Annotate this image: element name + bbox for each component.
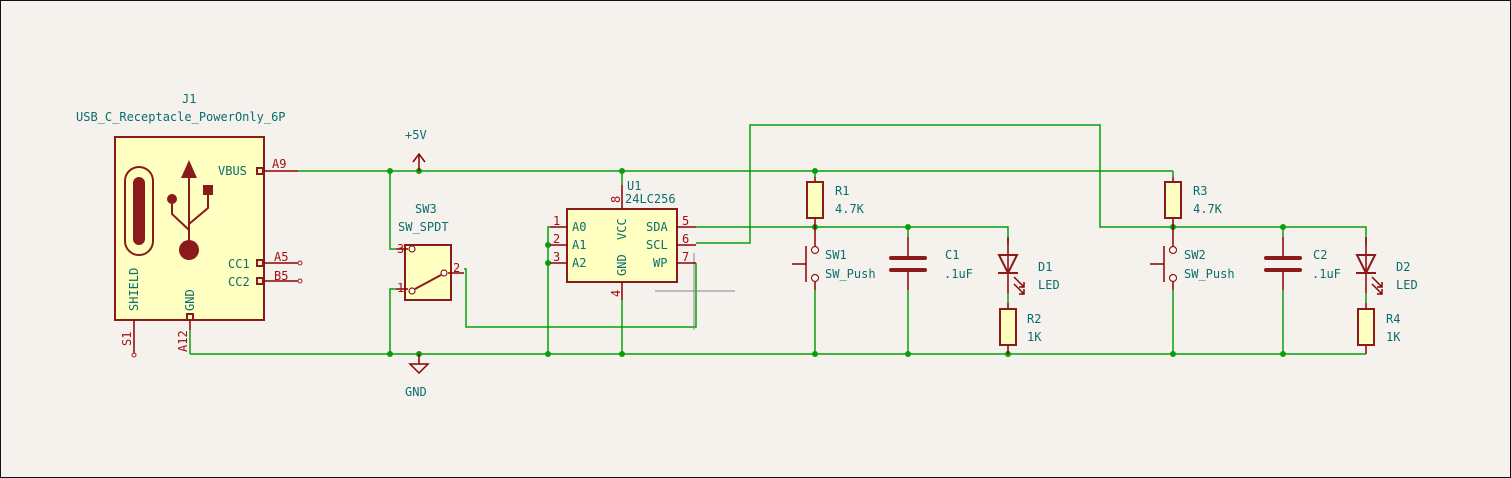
r4-resistor[interactable]: R4 1K — [1357, 303, 1401, 354]
wires — [189, 124, 1367, 355]
wire-scl[interactable] — [696, 124, 1367, 245]
junction — [545, 260, 551, 266]
sw1-pushbutton[interactable]: SW1 SW_Push — [792, 227, 876, 290]
junction — [545, 242, 551, 248]
vcc-label: +5V — [405, 128, 427, 142]
u1-pin-scl: SCL — [646, 238, 668, 252]
light-emission-icon — [1371, 276, 1383, 295]
d2-ref: D2 — [1396, 260, 1410, 274]
sw2-pushbutton[interactable]: SW2 SW_Push — [1150, 227, 1235, 290]
junction — [545, 351, 551, 357]
u1-ref: U1 — [627, 179, 641, 193]
wire-sw3-pin3[interactable] — [389, 171, 396, 250]
j1-pin-shield-num: S1 — [120, 332, 134, 346]
j1-pin-shield-name: SHIELD — [127, 268, 141, 311]
junction — [812, 351, 818, 357]
r1-resistor[interactable]: R1 4.7K — [806, 177, 865, 227]
r2-value: 1K — [1027, 330, 1042, 344]
usb-logo-icon — [167, 160, 213, 260]
u1-pin-wp: WP — [653, 256, 667, 270]
sw3-spdt-switch[interactable]: SW3 SW_SPDT 3 1 2 — [396, 202, 464, 301]
junction — [1280, 351, 1286, 357]
j1-pin-gnd-name: GND — [183, 289, 197, 311]
u1-pin-a2: A2 — [572, 256, 586, 270]
power-gnd-symbol[interactable]: GND — [405, 354, 430, 399]
r2-resistor[interactable]: R2 1K — [999, 303, 1042, 354]
sw3-pin3: 3 — [397, 242, 404, 256]
junctions — [387, 168, 1286, 357]
j1-pin-cc2-name: CC2 — [228, 275, 250, 289]
wire-sw3-pin1[interactable] — [389, 288, 396, 354]
d1-value: LED — [1038, 278, 1060, 292]
junction — [387, 351, 393, 357]
sw2-ref: SW2 — [1184, 248, 1206, 262]
sw1-value: SW_Push — [825, 267, 876, 281]
sw3-ref: SW3 — [415, 202, 437, 216]
r3-ref: R3 — [1193, 184, 1207, 198]
d2-led[interactable]: D2 LED — [1355, 237, 1418, 295]
u1-pin5-num: 5 — [682, 214, 689, 228]
j1-value: USB_C_Receptacle_PowerOnly_6P — [76, 110, 286, 124]
sw3-pin1: 1 — [397, 281, 404, 295]
r4-ref: R4 — [1386, 312, 1400, 326]
sw1-ref: SW1 — [825, 248, 847, 262]
c1-value: .1uF — [944, 267, 973, 281]
junction — [619, 351, 625, 357]
u1-eeprom[interactable]: U1 24LC256 1 2 3 A0 A1 A2 5 6 7 SDA SCL … — [550, 179, 696, 300]
junction — [812, 168, 818, 174]
u1-pin6-num: 6 — [682, 232, 689, 246]
d2-value: LED — [1396, 278, 1418, 292]
r3-value: 4.7K — [1193, 202, 1223, 216]
u1-pin8-num: 8 — [609, 196, 623, 203]
u1-pin2-num: 2 — [553, 232, 560, 246]
j1-pin-cc2-num: B5 — [274, 269, 288, 283]
j1-pin-vbus-name: VBUS — [218, 164, 247, 178]
junction — [905, 351, 911, 357]
junction — [619, 168, 625, 174]
junction — [1280, 224, 1286, 230]
u1-pin7-num: 7 — [682, 250, 689, 264]
u1-pin-gnd: GND — [615, 254, 629, 276]
junction — [905, 224, 911, 230]
usb-receptacle-icon — [124, 166, 154, 256]
sw3-value: SW_SPDT — [398, 220, 449, 234]
d1-led[interactable]: D1 LED — [997, 237, 1060, 295]
c2-value: .1uF — [1312, 267, 1341, 281]
u1-pin4-num: 4 — [609, 290, 623, 297]
r4-value: 1K — [1386, 330, 1401, 344]
r2-ref: R2 — [1027, 312, 1041, 326]
u1-pin-sda: SDA — [646, 220, 668, 234]
wire-u1-addr[interactable] — [547, 226, 550, 354]
u1-value: 24LC256 — [625, 192, 676, 206]
r3-resistor[interactable]: R3 4.7K — [1164, 177, 1223, 227]
u1-pin3-num: 3 — [553, 250, 560, 264]
sw2-value: SW_Push — [1184, 267, 1235, 281]
u1-pin-a1: A1 — [572, 238, 586, 252]
j1-pin-cc1-num: A5 — [274, 250, 288, 264]
r1-ref: R1 — [835, 184, 849, 198]
r1-value: 4.7K — [835, 202, 865, 216]
c1-ref: C1 — [945, 248, 959, 262]
wire-sw3-pin2[interactable] — [464, 263, 697, 328]
j1-usb-c-connector[interactable]: J1 USB_C_Receptacle_PowerOnly_6P VBUS A9… — [76, 92, 303, 358]
junction — [1170, 351, 1176, 357]
sw3-pin2: 2 — [453, 261, 460, 275]
c2-ref: C2 — [1313, 248, 1327, 262]
j1-pin-vbus-num: A9 — [272, 157, 286, 171]
u1-pin-a0: A0 — [572, 220, 586, 234]
c1-capacitor[interactable]: C1 .1uF — [889, 237, 973, 290]
junction — [387, 168, 393, 174]
c2-capacitor[interactable]: C2 .1uF — [1264, 237, 1341, 290]
u1-pin1-num: 1 — [553, 214, 560, 228]
light-emission-icon — [1013, 276, 1025, 295]
d1-ref: D1 — [1038, 260, 1052, 274]
j1-pin-gnd-num: A12 — [176, 330, 190, 352]
u1-pin-vcc: VCC — [615, 218, 629, 240]
j1-pin-cc1-name: CC1 — [228, 257, 250, 271]
power-vcc-symbol[interactable]: +5V — [405, 128, 427, 171]
j1-ref: J1 — [182, 92, 196, 106]
gnd-label: GND — [405, 385, 427, 399]
